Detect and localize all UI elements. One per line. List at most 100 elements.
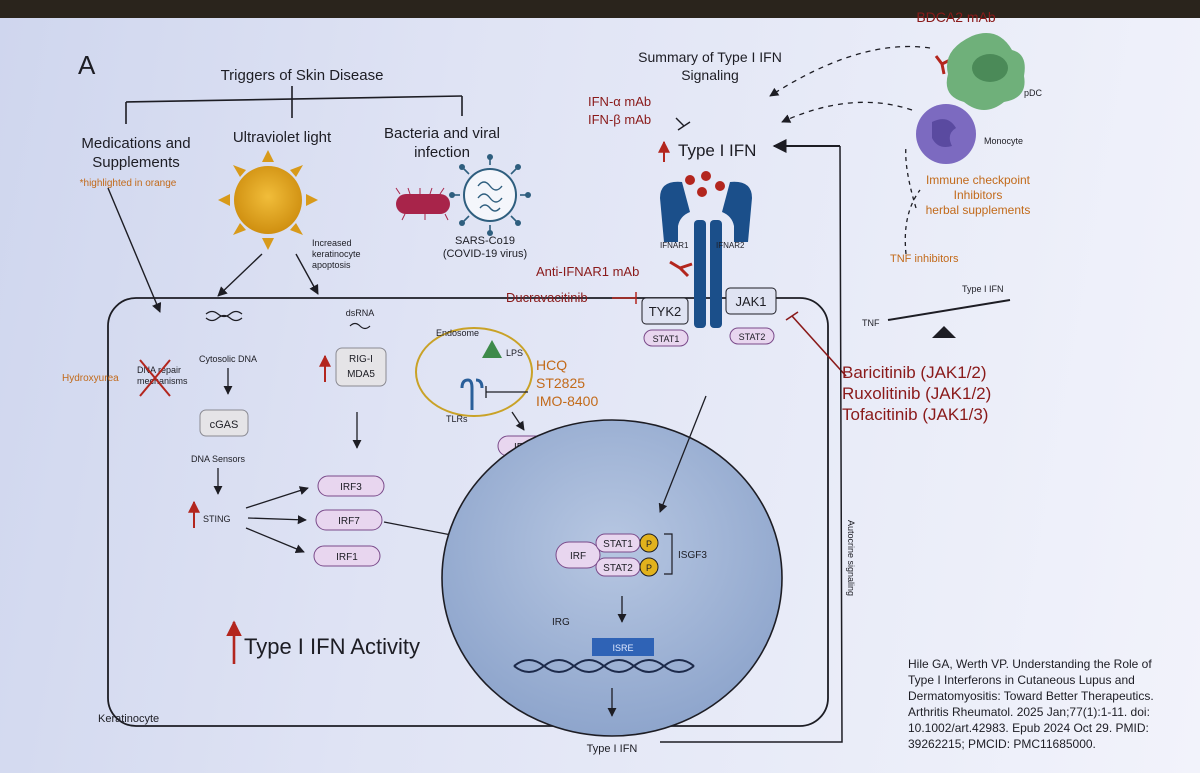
activity-label: Type I IFN Activity [244,634,420,659]
rec-stat2-label: STAT2 [739,332,766,342]
highlight-note: *highlighted in orange [80,178,177,189]
endosome-label: Endosome [436,328,479,338]
summary-title-2: Signaling [681,67,739,83]
panel-letter: A [78,50,96,80]
keratinocyte-label: Keratinocyte [98,713,159,725]
isre-label: ISRE [612,643,633,653]
citation-line5: 10.1002/art.42983. Epub 2024 Oct 29. PMI… [908,721,1149,735]
dna-helix-icon [513,659,695,673]
irf7-box [315,509,383,531]
receptor-to-nucleus-arrow [658,395,707,513]
isgf3-label: ISGF3 [678,550,707,561]
ifn-beta-mab-label: IFN-β mAb [588,112,651,127]
tlr-to-irf57-arrow [511,411,525,431]
autocrine-loop [660,145,843,743]
citation-line3: Dermatomyositis: Toward Better Therapeut… [908,689,1154,703]
rigi-mda5-box [335,347,387,387]
rec-stat1-box [643,329,689,347]
rec-stat2-box [729,327,775,345]
phospho-label-1: P [646,539,652,549]
tofacitinib-label: Tofacitinib (JAK1/3) [842,405,988,424]
phospho-label-2: P [646,563,652,573]
virus-icon [449,154,531,236]
ifn-mab-inhibit-mark [675,117,691,131]
balance-ifn-label: Type I IFN [962,284,1004,294]
nuc-stat2-label: STAT2 [603,563,633,574]
type1-ifn-output: Type I IFN [587,743,638,755]
triggers-title: Triggers of Skin Disease [221,67,384,84]
irg-label: IRG [552,617,570,628]
endosome [415,327,533,417]
lps-label: LPS [506,348,523,358]
anti-ifnar1-label: Anti-IFNAR1 mAb [536,264,639,279]
phospho-icon-2 [639,557,659,577]
blocked-x-icon [139,359,171,397]
immune-line2: Inhibitors [954,188,1003,202]
nuc-irf-label: IRF [570,551,586,562]
dna-sensors-label: DNA Sensors [191,454,246,464]
mechanisms-label: mechanisms [137,376,188,386]
antibody-icon-bdca2 [934,55,951,75]
phospho-icon-1 [639,533,659,553]
trigger-arrows [107,187,319,313]
trigger-bacteria: Bacteria and viral [384,125,500,142]
trigger-supplements: Supplements [92,154,180,171]
citation-line1: Hile GA, Werth VP. Understanding the Rol… [908,657,1152,671]
monocyte-dashed-arrow [781,101,913,123]
irf3-label: IRF3 [340,482,362,493]
pdc-label: pDC [1024,88,1043,98]
ifnar-receptor [660,181,752,328]
ifnar2-label: IFNAR2 [716,241,745,250]
triggers-bracket [125,86,463,124]
lps-icon [482,340,502,358]
jak1-label: JAK1 [735,294,766,309]
hcq-label: HCQ [536,357,567,373]
sars-label: SARS-Co19 [455,235,515,247]
sting-to-irf-arrows [245,486,309,554]
imo-label: IMO-8400 [536,393,598,409]
cytosolic-dna-label: Cytosolic DNA [199,354,257,364]
tnf-balance-icon [887,299,1011,338]
irf1-box [313,545,381,567]
apoptosis-line3: apoptosis [312,260,351,270]
bdca2-label: BDCA2 mAb [916,9,996,25]
baricitinib-label: Baricitinib (JAK1/2) [842,363,987,382]
ifnar1-label: IFNAR1 [660,241,689,250]
pdc-dashed-arrow [769,45,931,97]
monocyte-label: Monocyte [984,136,1023,146]
tlrs-label: TLRs [446,414,468,424]
irf1-label: IRF1 [336,552,358,563]
jak1-box [725,287,777,315]
isre-box [592,638,654,656]
antibody-icon-ifnar1 [669,260,693,278]
monocyte-cell-icon [916,104,976,164]
pdc-cell-icon [946,33,1025,110]
ifn-alpha-mab-label: IFN-α mAb [588,94,651,109]
immune-line3: herbal supplements [926,203,1031,217]
ruxolitinib-label: Ruxolitinib (JAK1/2) [842,384,991,403]
irf3-box [317,475,385,497]
nucleus [441,419,783,737]
keratinocyte-cell [107,297,829,727]
rec-stat1-label: STAT1 [653,334,680,344]
tnf-dashed-line [904,189,921,255]
tlr-icon [460,378,484,410]
citation-line4: Arthritis Rheumatol. 2025 Jan;77(1):1-11… [908,705,1150,719]
ducra-label: Ducravacitinib [506,290,588,305]
cgas-box [199,409,249,437]
type1-ifn-label: Type I IFN [678,141,756,160]
balance-tnf-label: TNF [862,318,880,328]
bacteria-icon [395,187,450,221]
trigger-infection: infection [414,144,470,161]
autocrine-label: Autocrine signaling [846,520,856,596]
ifn-ligand-dots [685,171,725,197]
nuc-irf-box [555,541,601,569]
trigger-medications: Medications and [81,135,190,152]
citation: Hile GA, Werth VP. Understanding the Rol… [908,657,1154,751]
cgas-label: cGAS [210,419,239,431]
isgf3-bracket [664,533,673,575]
mda5-label: MDA5 [347,369,375,380]
rigi-label: RIG-I [349,354,373,365]
